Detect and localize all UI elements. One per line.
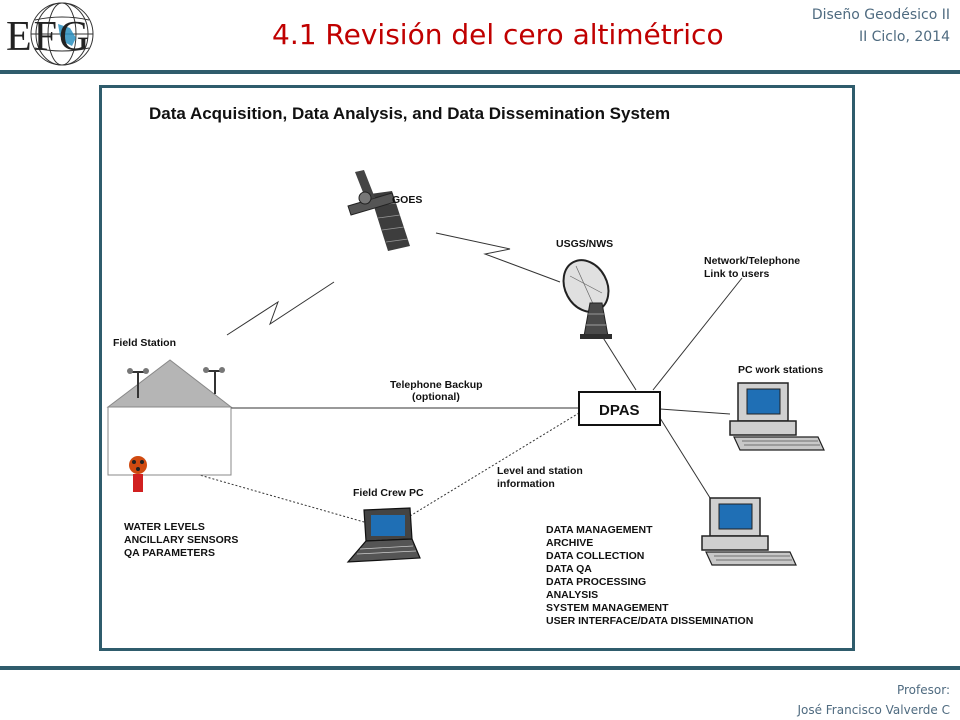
phone-backup-label-line1: Telephone Backup bbox=[390, 379, 483, 391]
professor-name: José Francisco Valverde C bbox=[797, 703, 950, 717]
field-crew-link-line bbox=[409, 412, 580, 517]
sensor-list: WATER LEVELS ANCILLARY SENSORS QA PARAME… bbox=[124, 521, 238, 559]
dpas-to-pc1-line bbox=[659, 408, 731, 415]
pc-workstation-2-icon bbox=[701, 497, 797, 566]
function-list-item: DATA PROCESSING bbox=[546, 576, 646, 588]
goes-satellite-icon bbox=[347, 170, 410, 251]
water-level-sensor-icon bbox=[129, 456, 147, 492]
network-link-line bbox=[652, 277, 743, 391]
goes-label: GOES bbox=[392, 194, 422, 206]
level-info-label-line2: information bbox=[497, 478, 555, 490]
satellite-uplink-signal bbox=[226, 281, 335, 336]
function-list-item: DATA QA bbox=[546, 563, 592, 575]
usgs-nws-dish-icon bbox=[562, 259, 612, 339]
map-shape-icon bbox=[58, 24, 76, 46]
sensor-list-item: ANCILLARY SENSORS bbox=[124, 534, 238, 546]
system-diagram: Data Acquisition, Data Analysis, and Dat… bbox=[106, 104, 825, 627]
function-list-item: DATA MANAGEMENT bbox=[546, 524, 653, 536]
level-info-label-line1: Level and station bbox=[497, 465, 583, 477]
professor-label: Profesor: bbox=[896, 683, 950, 697]
footer-rule bbox=[0, 666, 960, 670]
dpas-to-pc2-line bbox=[659, 417, 718, 510]
diagram-title: Data Acquisition, Data Analysis, and Dat… bbox=[149, 104, 670, 123]
usgs-nws-label: USGS/NWS bbox=[556, 238, 613, 250]
course-info: Diseño Geodésico II II Ciclo, 2014 bbox=[812, 4, 950, 48]
function-list-item: SYSTEM MANAGEMENT bbox=[546, 602, 669, 614]
dpas-box bbox=[578, 391, 661, 426]
function-list-item: ARCHIVE bbox=[546, 537, 593, 549]
network-label-line2: Link to users bbox=[704, 268, 770, 280]
field-station-icon bbox=[106, 359, 233, 476]
efg-logo: EFG bbox=[6, 2, 94, 66]
field-crew-pc-label: Field Crew PC bbox=[353, 487, 424, 499]
pc-workstations-label: PC work stations bbox=[738, 364, 823, 376]
sensor-list-item: WATER LEVELS bbox=[124, 521, 205, 533]
satellite-downlink-signal bbox=[435, 232, 561, 283]
slide-title: 4.1 Revisión del cero altimétrico bbox=[272, 18, 724, 51]
logo-text: EFG bbox=[6, 14, 91, 60]
field-station-label: Field Station bbox=[113, 337, 176, 349]
course-name: Diseño Geodésico II bbox=[811, 7, 950, 23]
pc-workstation-1-icon bbox=[729, 382, 825, 451]
function-list-item: ANALYSIS bbox=[546, 589, 598, 601]
header-rule bbox=[0, 70, 960, 74]
dpas-label: DPAS bbox=[599, 402, 640, 419]
course-term: II Ciclo, 2014 bbox=[858, 29, 950, 45]
system-diagram-figure: Data Acquisition, Data Analysis, and Dat… bbox=[99, 85, 855, 651]
network-label-line1: Network/Telephone bbox=[704, 255, 800, 267]
dish-to-dpas-line bbox=[601, 335, 637, 391]
function-list-item: DATA COLLECTION bbox=[546, 550, 644, 562]
professor-info: Profesor: José Francisco Valverde C bbox=[797, 680, 950, 720]
function-list-item: USER INTERFACE/DATA DISSEMINATION bbox=[546, 615, 753, 627]
phone-backup-label-line2: (optional) bbox=[412, 391, 460, 403]
functions-list: DATA MANAGEMENT ARCHIVE DATA COLLECTION … bbox=[546, 524, 753, 627]
field-crew-laptop-icon bbox=[346, 507, 421, 563]
sensor-list-item: QA PARAMETERS bbox=[124, 547, 215, 559]
